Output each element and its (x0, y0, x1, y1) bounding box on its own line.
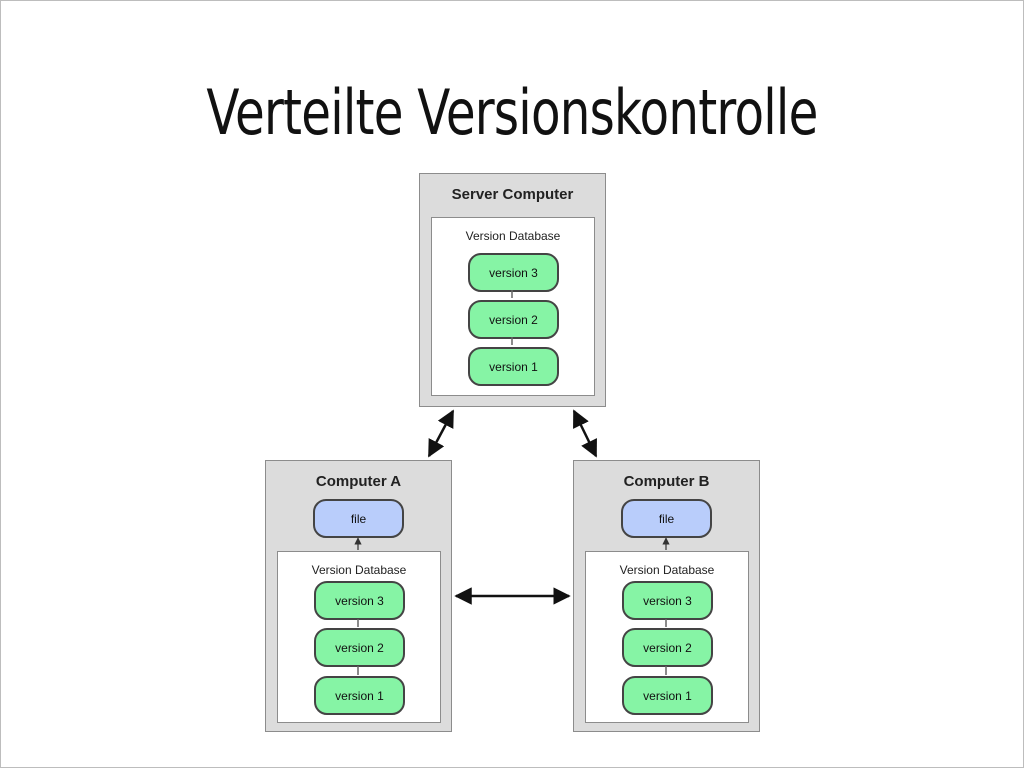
computer-b-file: file (621, 499, 712, 538)
computer-b-version-1: version 1 (622, 676, 713, 715)
computer-b-version-2: version 2 (622, 628, 713, 667)
server-version-1: version 1 (468, 347, 559, 386)
server-version-database: Version Database version 3 version 2 ver… (431, 217, 595, 396)
arrow-server-computer-a (427, 409, 455, 458)
computer-a-version-1: version 1 (314, 676, 405, 715)
server-version-2: version 2 (468, 300, 559, 339)
computer-b-version-database: Version Database version 3 version 2 ver… (585, 551, 749, 723)
arrow-server-computer-b (572, 409, 598, 458)
computer-b-version-3: version 3 (622, 581, 713, 620)
computer-a-label: Computer A (315, 473, 402, 490)
computer-a-version-3: version 3 (314, 581, 405, 620)
server-computer-label: Server Computer (451, 186, 574, 203)
computer-a-version-2: version 2 (314, 628, 405, 667)
server-computer-box: Server Computer Version Database version… (419, 173, 606, 407)
computer-b-label: Computer B (623, 473, 710, 490)
computer-a-box: Computer A file Version Database version… (265, 460, 452, 732)
computer-a-version-database: Version Database version 3 version 2 ver… (277, 551, 441, 723)
computer-a-version-database-label: Version Database (311, 563, 407, 577)
computer-b-box: Computer B file Version Database version… (573, 460, 760, 732)
computer-a-file: file (313, 499, 404, 538)
server-version-3: version 3 (468, 253, 559, 292)
server-version-database-label: Version Database (465, 229, 561, 243)
slide-title: Verteilte Versionskontrolle (206, 76, 818, 149)
computer-b-version-database-label: Version Database (619, 563, 715, 577)
